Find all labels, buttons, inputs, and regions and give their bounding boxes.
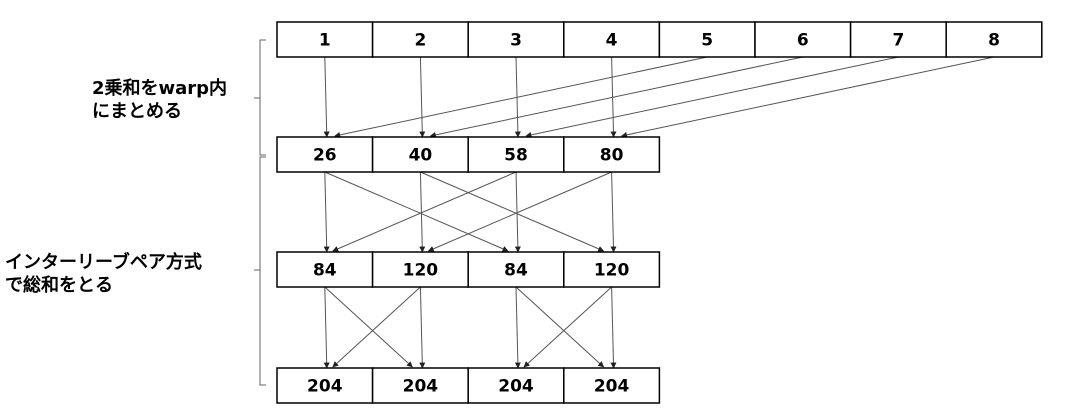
cell-step-2: 204 (467, 367, 565, 404)
interleaved-sum-label-line2: で総和をとる (5, 275, 113, 296)
cell-box (276, 251, 374, 288)
arrow (610, 286, 617, 369)
arrow (515, 286, 605, 368)
cell-input: 6 (754, 21, 852, 58)
cell-value: 26 (313, 146, 337, 166)
warp-sum-label: 2乗和をwarp内 にまとめる (92, 77, 227, 123)
arrow (420, 171, 605, 252)
cell-box (467, 21, 565, 58)
cell-box (371, 367, 469, 404)
cell-input: 1 (276, 21, 374, 58)
arrow (323, 56, 330, 138)
arrow (621, 56, 995, 138)
cell-squares-sum: 58 (467, 136, 565, 173)
cell-box (563, 21, 661, 58)
cell-value: 2 (414, 31, 426, 51)
arrow (525, 56, 899, 138)
warp-sum-bracket (254, 39, 266, 156)
cell-value: 204 (594, 377, 630, 397)
cell-step-2: 204 (371, 367, 469, 404)
arrow (523, 286, 612, 368)
cell-step-1: 84 (276, 251, 374, 288)
cell-box (276, 21, 374, 58)
cell-input: 3 (467, 21, 565, 58)
warp-sum-label-line2: にまとめる (92, 101, 182, 122)
cell-value: 1 (319, 31, 331, 51)
cell-box (945, 21, 1043, 58)
cell-input: 4 (563, 21, 661, 58)
cell-rows: 1 2 3 4 5 6 7 8 26 40 58 80 84 120 84 120 204 204 204 204 (276, 21, 1043, 404)
cell-box (563, 251, 661, 288)
warp-sum-label-line1: 2乗和をwarp内 (92, 78, 228, 99)
cell-squares-sum: 80 (563, 136, 661, 173)
brackets (254, 39, 266, 386)
arrow (610, 171, 617, 253)
interleaved-sum-label-line1: インターリーブペア方式 (5, 252, 202, 273)
arrow (419, 286, 426, 369)
cell-step-1: 120 (563, 251, 661, 288)
cell-input: 2 (371, 21, 469, 58)
arrow (514, 56, 521, 138)
arrow (429, 56, 803, 138)
arrow (419, 171, 426, 253)
cell-step-2: 204 (563, 367, 661, 404)
cell-box (371, 136, 469, 173)
cell-value: 5 (701, 31, 713, 51)
cell-value: 120 (403, 261, 439, 281)
arrow (514, 171, 521, 253)
arrow (324, 171, 509, 252)
arrow (427, 171, 612, 252)
cell-step-1: 120 (371, 251, 469, 288)
cell-value: 84 (313, 261, 337, 281)
cell-value: 3 (510, 31, 522, 51)
cell-input: 5 (658, 21, 756, 58)
cell-value: 7 (892, 31, 904, 51)
cell-box (754, 21, 852, 58)
cell-value: 80 (600, 146, 624, 166)
cell-squares-sum: 26 (276, 136, 374, 173)
cell-value: 4 (606, 31, 618, 51)
cell-value: 204 (307, 377, 343, 397)
cell-value: 204 (498, 377, 534, 397)
arrow (324, 286, 413, 368)
arrow (514, 286, 521, 369)
cell-step-2: 204 (276, 367, 374, 404)
arrow (419, 56, 426, 138)
arrow (332, 171, 517, 252)
cell-value: 8 (988, 31, 1000, 51)
interleaved-sum-label: インターリーブペア方式 で総和をとる (5, 251, 202, 297)
cell-value: 204 (403, 377, 439, 397)
cell-box (563, 136, 661, 173)
cell-step-1: 84 (467, 251, 565, 288)
interleaved-sum-bracket (254, 156, 266, 386)
cell-input: 8 (945, 21, 1043, 58)
cell-box (371, 251, 469, 288)
cell-squares-sum: 40 (371, 136, 469, 173)
cell-box (371, 21, 469, 58)
cell-value: 120 (594, 261, 630, 281)
arrow (323, 286, 330, 369)
cell-value: 84 (504, 261, 528, 281)
cell-box (467, 367, 565, 404)
cell-value: 6 (797, 31, 809, 51)
cell-box (467, 136, 565, 173)
cell-input: 7 (849, 21, 947, 58)
arrow (334, 56, 708, 138)
arrow (323, 171, 330, 253)
cell-value: 40 (409, 146, 433, 166)
arrow (332, 286, 421, 368)
arrows (323, 56, 995, 369)
cell-value: 58 (504, 146, 528, 166)
cell-box (563, 367, 661, 404)
arrow (610, 56, 617, 138)
